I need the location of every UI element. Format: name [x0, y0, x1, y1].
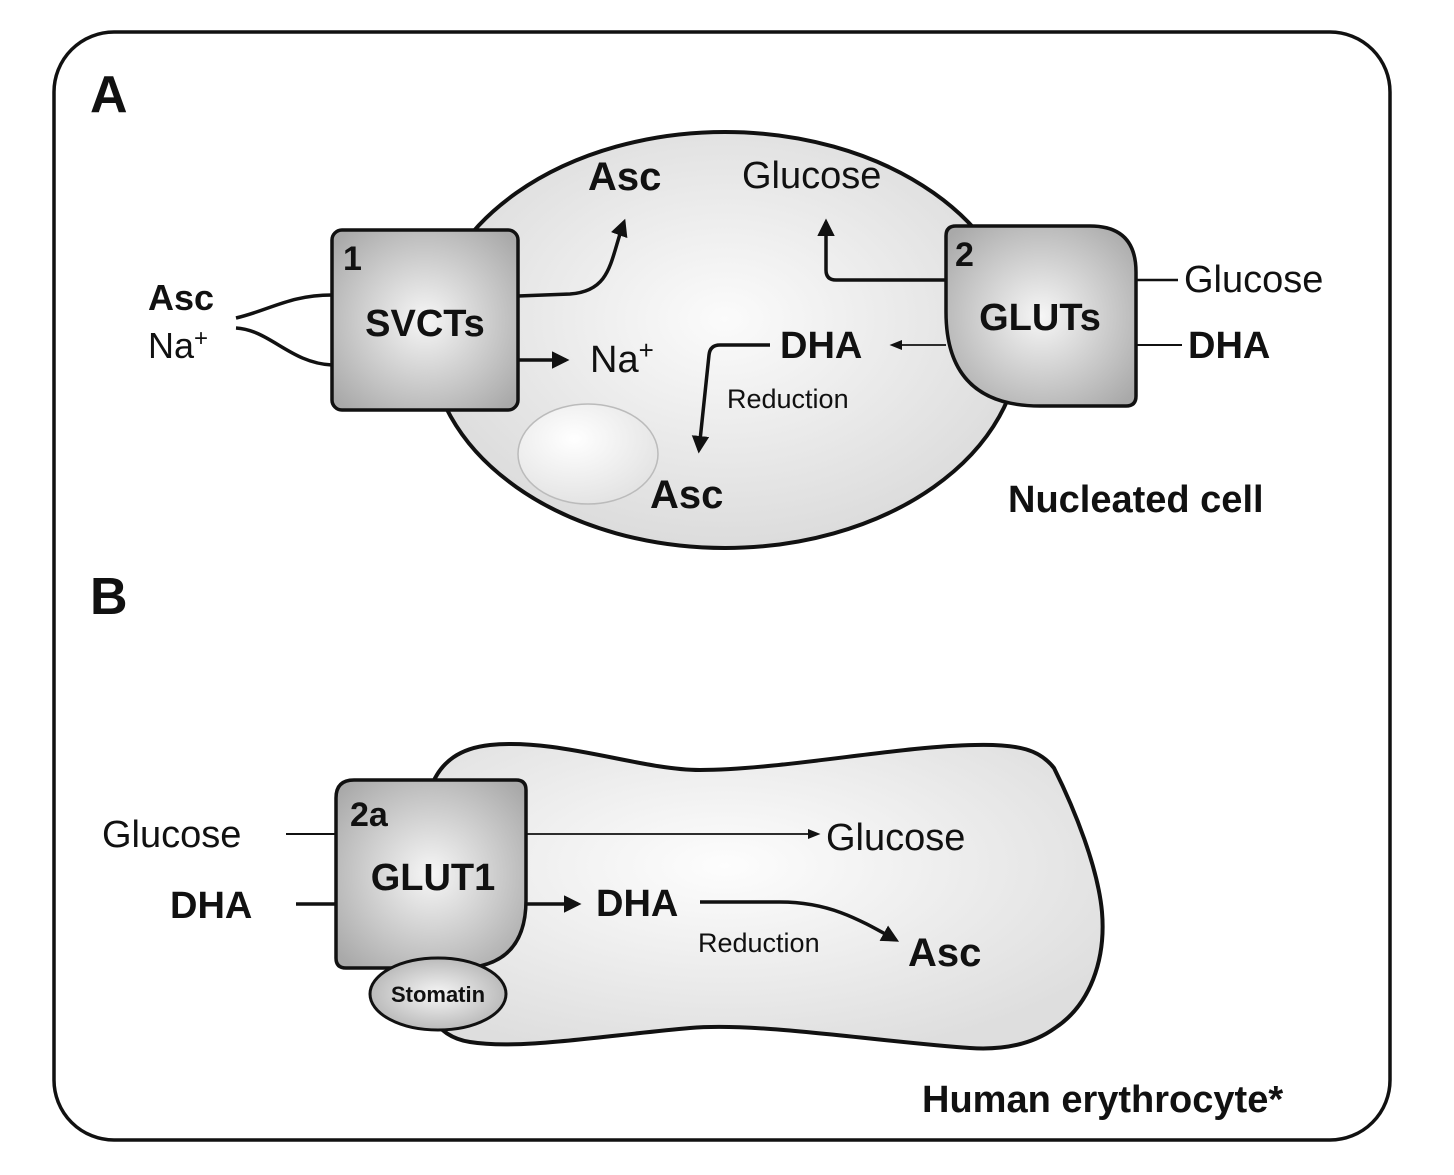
- svct-transporter: [330, 228, 520, 412]
- b-inside-glucose-label: Glucose: [826, 817, 965, 859]
- glut-name: GLUTs: [979, 297, 1101, 339]
- b-dha-reduction-arrow: [700, 900, 900, 942]
- inside-asc-label: Asc: [588, 155, 661, 199]
- b-inside-dha-label: DHA: [596, 883, 678, 925]
- stomatin: [368, 956, 508, 1032]
- inside-na-label: Na+: [590, 335, 654, 381]
- inside-dha-label: DHA: [780, 325, 862, 367]
- erythrocyte-caption: Human erythrocyte*: [922, 1079, 1283, 1121]
- outside-dha-label: DHA: [1188, 325, 1270, 367]
- panel-b-letter: B: [90, 568, 128, 626]
- svct-number: 1: [343, 240, 362, 278]
- b-reduction-label: Reduction: [698, 928, 820, 958]
- glut1-name: GLUT1: [371, 857, 496, 899]
- outside-glucose-label: Glucose: [1184, 259, 1323, 301]
- outside-na-label: Na+: [148, 325, 208, 366]
- b-outside-dha-label: DHA: [170, 885, 252, 927]
- svct-input-lines: [235, 293, 333, 367]
- reduced-asc-label: Asc: [650, 473, 723, 517]
- asc-influx-arrow: [517, 218, 628, 298]
- inside-glucose-label: Glucose: [742, 155, 881, 197]
- glut1-number: 2a: [350, 796, 389, 834]
- b-reduced-asc-label: Asc: [908, 931, 981, 975]
- glut1-transporter: [334, 778, 528, 970]
- nucleated-cell-caption: Nucleated cell: [1008, 479, 1264, 521]
- svct-name: SVCTs: [365, 303, 485, 345]
- reduction-label: Reduction: [727, 384, 849, 414]
- glut-transporter: [944, 224, 1138, 408]
- outside-asc-label: Asc: [148, 277, 214, 318]
- nucleus: [517, 403, 659, 505]
- glut-number: 2: [955, 236, 974, 274]
- dha-reduction-arrow: [691, 343, 770, 454]
- glucose-influx-arrow: [817, 218, 946, 282]
- panel-a-letter: A: [90, 66, 128, 124]
- b-outside-glucose-label: Glucose: [102, 814, 241, 856]
- stomatin-label: Stomatin: [391, 982, 485, 1007]
